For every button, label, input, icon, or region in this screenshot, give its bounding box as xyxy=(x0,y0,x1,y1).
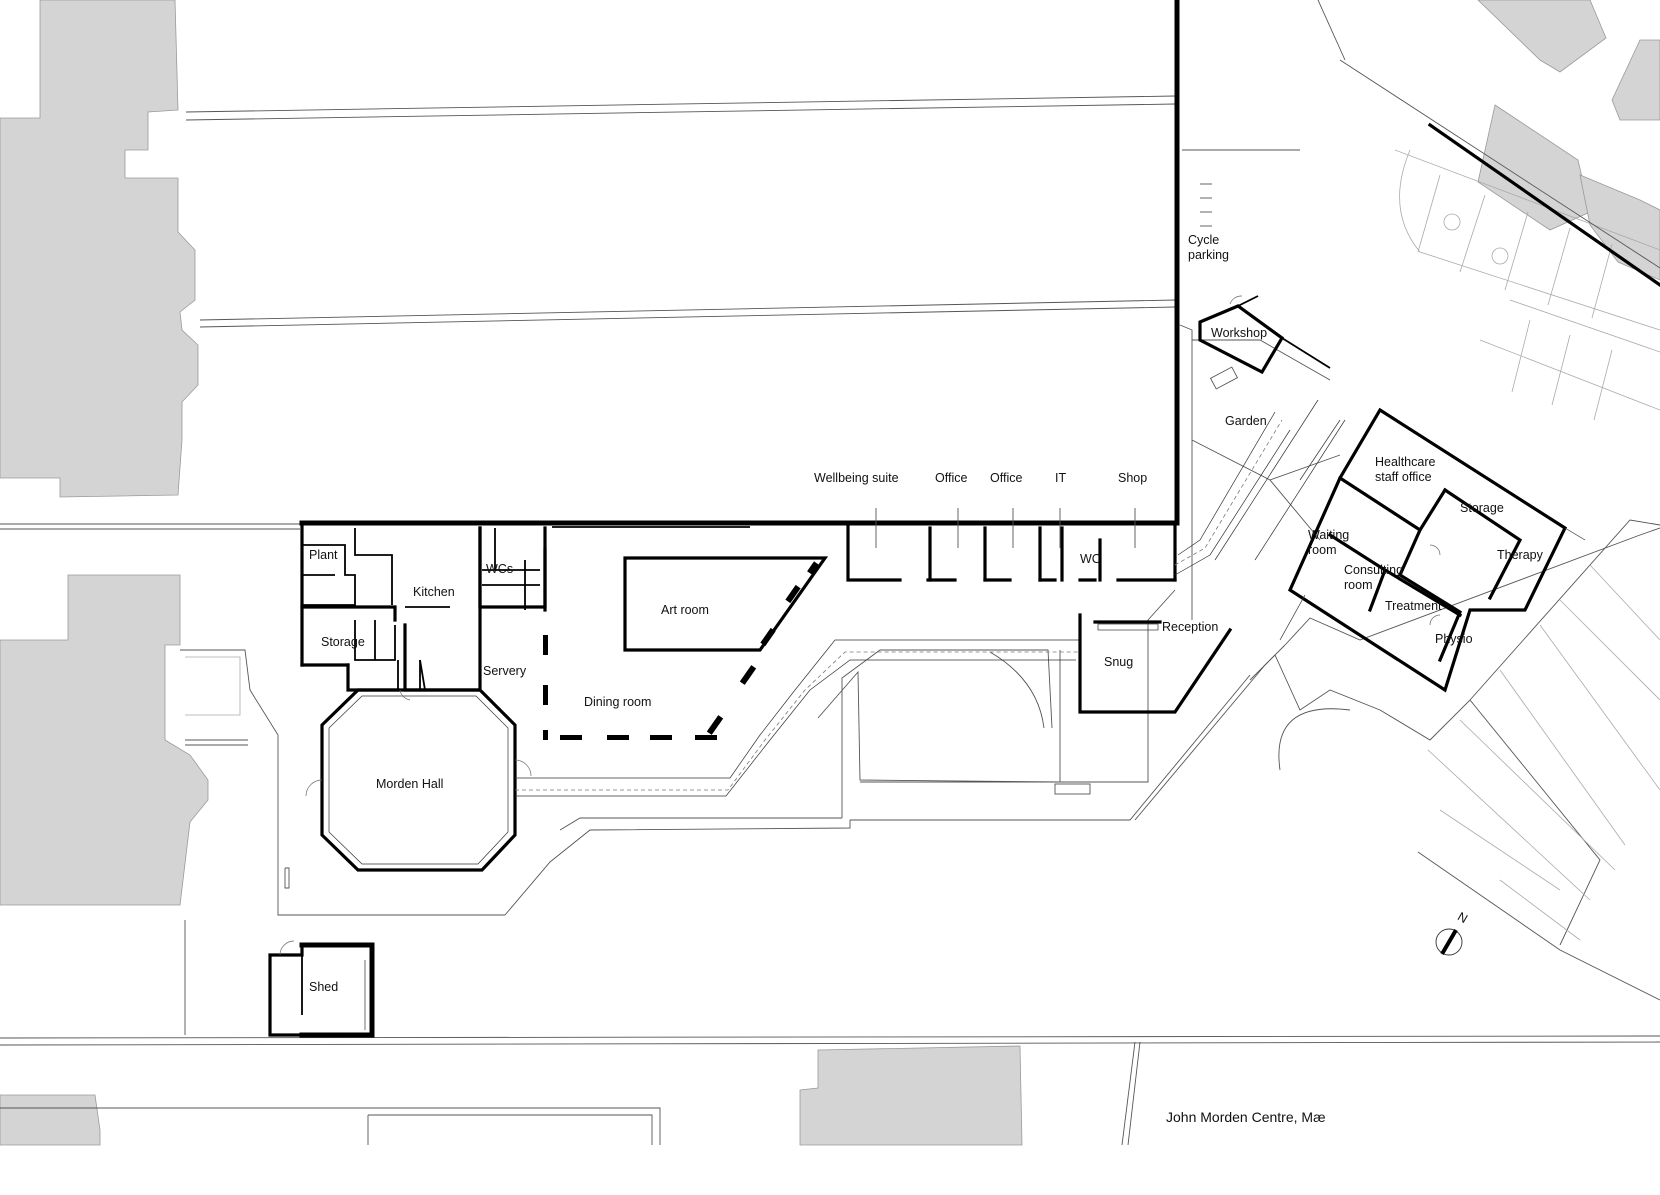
label-wcs: WCs xyxy=(486,562,513,576)
label-shed: Shed xyxy=(309,980,338,994)
neighbouring-buildings xyxy=(0,0,1660,1146)
label-servery: Servery xyxy=(483,664,527,678)
label-it: IT xyxy=(1055,471,1066,485)
label-art-room: Art room xyxy=(661,603,709,617)
label-consulting-room: room xyxy=(1344,578,1372,592)
plan-caption: John Morden Centre, Mæ xyxy=(1166,1109,1326,1125)
label-storage-east: Storage xyxy=(1460,501,1504,515)
label-dining-room: Dining room xyxy=(584,695,651,709)
label-kitchen: Kitchen xyxy=(413,585,455,599)
shed xyxy=(268,940,375,1038)
label-staff-office: staff office xyxy=(1375,470,1432,484)
label-waiting-room: room xyxy=(1308,543,1336,557)
label-office-1: Office xyxy=(935,471,967,485)
label-treatment: Treatment xyxy=(1385,599,1442,613)
label-healthcare: Healthcare xyxy=(1375,455,1435,469)
label-reception: Reception xyxy=(1162,620,1218,634)
label-cycle: Cycle xyxy=(1188,233,1219,247)
label-parking: parking xyxy=(1188,248,1229,262)
label-physio: Physio xyxy=(1435,632,1473,646)
dining-room-piers xyxy=(543,561,819,740)
main-building xyxy=(299,0,1586,872)
label-therapy: Therapy xyxy=(1497,548,1544,562)
label-garden: Garden xyxy=(1225,414,1267,428)
label-waiting: Waiting xyxy=(1308,528,1349,542)
site-lines xyxy=(0,0,1660,1146)
label-wc: WC xyxy=(1080,552,1101,566)
room-labels: Plant Kitchen WCs Storage Servery Art ro… xyxy=(309,233,1544,994)
label-office-2: Office xyxy=(990,471,1022,485)
label-consulting: Consulting xyxy=(1344,563,1403,577)
label-storage-west: Storage xyxy=(321,635,365,649)
label-wellbeing-suite: Wellbeing suite xyxy=(814,471,899,485)
north-label: N xyxy=(1455,909,1470,926)
label-morden-hall: Morden Hall xyxy=(376,777,443,791)
label-plant: Plant xyxy=(309,548,338,562)
label-snug: Snug xyxy=(1104,655,1133,669)
north-arrow: N xyxy=(1435,909,1470,956)
label-workshop: Workshop xyxy=(1211,326,1267,340)
label-shop: Shop xyxy=(1118,471,1147,485)
